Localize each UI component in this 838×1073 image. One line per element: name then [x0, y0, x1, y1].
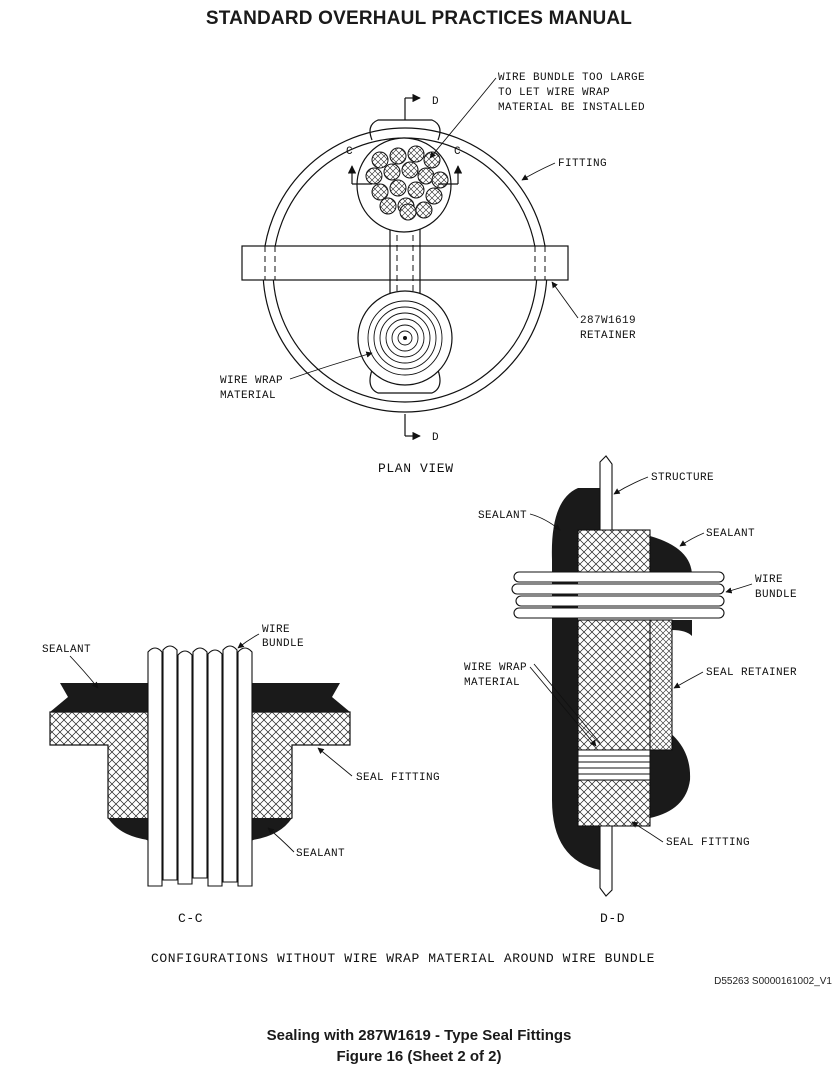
- caption-line-1: Sealing with 287W1619 - Type Seal Fittin…: [266, 1027, 572, 1044]
- section-marker-c-left: C: [346, 146, 353, 158]
- dd-callout-sealant-top-right: SEALANT: [706, 528, 755, 540]
- configurations-note: CONFIGURATIONS WITHOUT WIRE WRAP MATERIA…: [151, 951, 655, 966]
- section-marker-d-bottom: D: [432, 432, 439, 444]
- cc-callout-seal-fitting: SEAL FITTING: [356, 772, 440, 784]
- caption-line-2: Figure 16 (Sheet 2 of 2): [336, 1048, 502, 1065]
- section-cc: SEALANT WIRE BUNDLE SEAL FITTING SEALANT…: [42, 624, 440, 926]
- dd-wire-bundle: [511, 571, 725, 619]
- dd-callout-structure: STRUCTURE: [651, 472, 714, 484]
- section-dd: STRUCTURE SEALANT SEALANT WIRE BUNDLE WI…: [464, 455, 797, 926]
- dd-callout-seal-fitting: SEAL FITTING: [666, 837, 750, 849]
- dd-callout-wire-bundle-line1: WIRE: [755, 574, 783, 586]
- dd-callout-seal-retainer: SEAL RETAINER: [706, 667, 797, 679]
- wire-wrap-spiral: [367, 300, 443, 376]
- cc-wire-bundle: [147, 645, 253, 887]
- cc-callout-wire-bundle-line2: BUNDLE: [262, 638, 304, 650]
- drawing-id: D55263 S0000161002_V1: [714, 976, 832, 987]
- cc-callout-sealant-bottom: SEALANT: [296, 848, 345, 860]
- callout-retainer-line1: 287W1619: [580, 315, 636, 327]
- callout-fitting: FITTING: [558, 158, 607, 170]
- callout-bundle-too-large-line3: MATERIAL BE INSTALLED: [498, 102, 645, 114]
- callout-bundle-too-large-line2: TO LET WIRE WRAP: [498, 87, 610, 99]
- dd-callout-wire-wrap-line1: WIRE WRAP: [464, 662, 527, 674]
- manual-title: STANDARD OVERHAUL PRACTICES MANUAL: [205, 8, 633, 29]
- callout-bundle-too-large-line1: WIRE BUNDLE TOO LARGE: [498, 72, 645, 84]
- dd-callout-sealant-top-left: SEALANT: [478, 510, 527, 522]
- plan-view-title: PLAN VIEW: [378, 461, 454, 476]
- retainer-bar: [241, 245, 569, 281]
- figure-caption: Sealing with 287W1619 - Type Seal Fittin…: [0, 1025, 838, 1067]
- section-marker-d-top: D: [432, 96, 439, 108]
- callout-plan-wire-wrap-line2: MATERIAL: [220, 390, 276, 402]
- dd-callout-wire-bundle-line2: BUNDLE: [755, 589, 797, 601]
- cc-callout-sealant-left: SEALANT: [42, 644, 91, 656]
- callout-plan-wire-wrap-line1: WIRE WRAP: [220, 375, 283, 387]
- cc-callout-wire-bundle-line1: WIRE: [262, 624, 290, 636]
- section-marker-c-right: C: [454, 146, 461, 158]
- plan-view: D D C C WIRE BUNDLE TOO LARGE TO LET WIR…: [220, 72, 645, 476]
- dd-callout-wire-wrap-line2: MATERIAL: [464, 677, 520, 689]
- dd-view-title: D-D: [600, 911, 625, 926]
- callout-retainer-line2: RETAINER: [580, 330, 636, 342]
- cc-view-title: C-C: [178, 911, 203, 926]
